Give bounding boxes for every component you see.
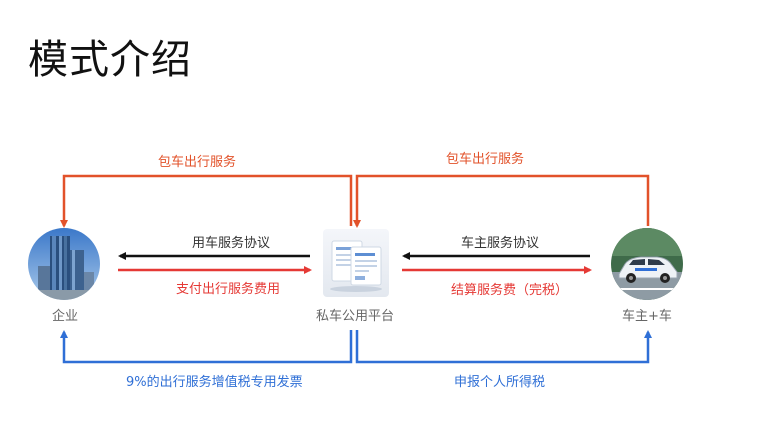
- platform-image: [323, 229, 389, 297]
- flow-label-top-right: 包车出行服务: [446, 152, 525, 167]
- enterprise-building-image: [28, 228, 100, 300]
- owner-label: 车主+车: [622, 309, 672, 324]
- page-title: 模式介绍: [28, 37, 192, 83]
- flow-label-bottom-left: 9%的出行服务增值税专用发票: [126, 375, 303, 390]
- platform-label: 私车公用平台: [316, 309, 395, 324]
- flow-label-right-agreement: 车主服务协议: [461, 236, 540, 251]
- flow-arrow-bottom-right: [355, 330, 652, 364]
- flow-label-bottom-right: 申报个人所得税: [454, 375, 546, 390]
- flow-arrow-bottom-left: [60, 330, 353, 364]
- owner-car-image: [611, 228, 683, 300]
- flow-label-left-payment: 支付出行服务费用: [176, 282, 281, 297]
- enterprise-label: 企业: [52, 309, 79, 324]
- flow-label-top-left: 包车出行服务: [158, 155, 237, 170]
- flow-arrow-top-right: [353, 174, 650, 228]
- flow-label-right-payment: 结算服务费（完税）: [451, 283, 569, 298]
- flow-label-left-agreement: 用车服务协议: [192, 236, 271, 251]
- flow-arrow-top-left: [60, 174, 353, 228]
